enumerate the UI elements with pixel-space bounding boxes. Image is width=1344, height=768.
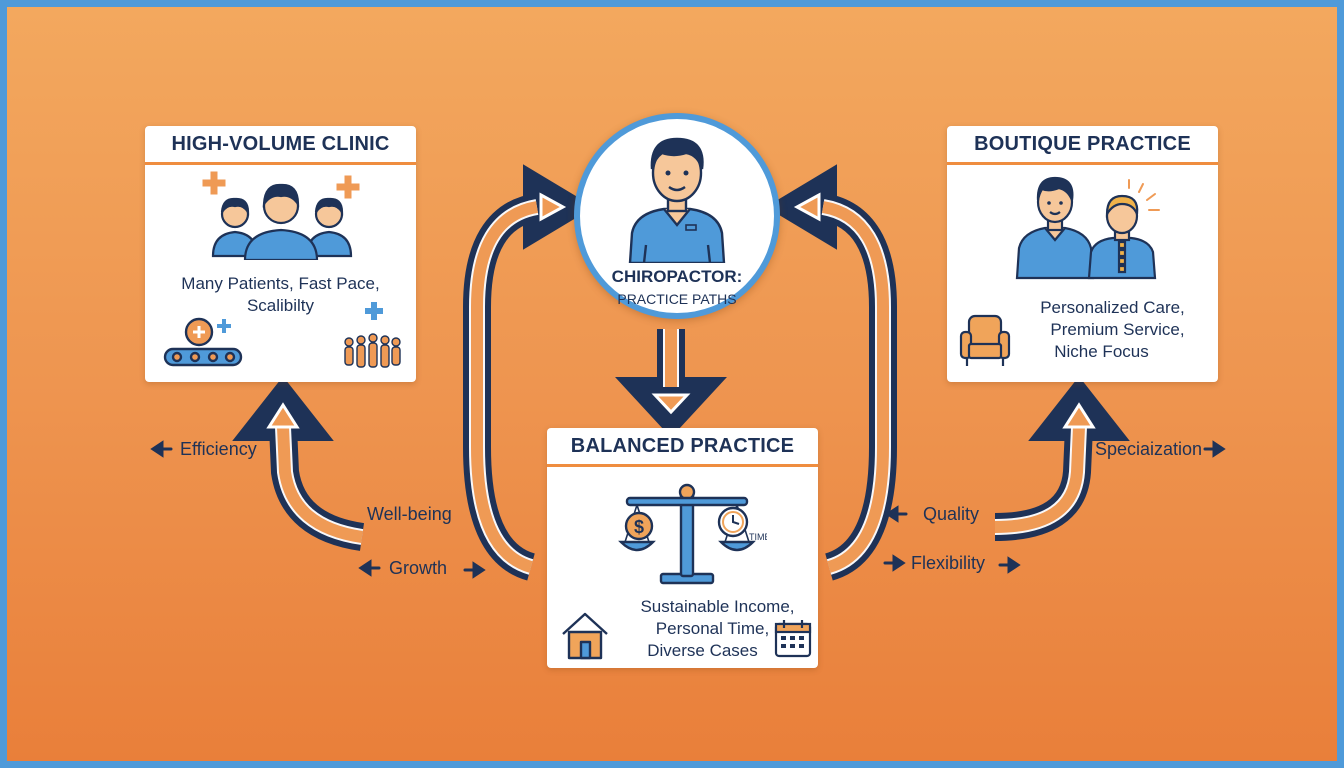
house-icon <box>562 612 608 660</box>
boutique-practice-title: BOUTIQUE PRACTICE <box>947 126 1218 165</box>
dollar-symbol: $ <box>634 517 644 537</box>
balanced-desc-line3: Diverse Cases <box>647 641 758 660</box>
chiropractor-avatar-icon <box>628 137 726 263</box>
balance-scale-icon: $ TIME <box>618 483 767 585</box>
time-label: TIME <box>749 532 767 542</box>
label-well-being: Well-being <box>367 504 452 524</box>
chiropractor-hub: CHIROPACTOR: PRACTICE PATHS <box>574 113 780 319</box>
dollar-coin-icon: $ <box>624 511 654 541</box>
boutique-practice-card: BOUTIQUE PRACTICE Perso <box>947 126 1218 382</box>
high-volume-desc-line2: Scalibilty <box>246 296 315 315</box>
label-flexibility: Flexibility <box>911 553 986 573</box>
arrow-hub-to-balanced-head <box>615 377 727 438</box>
crowd-icon <box>344 302 401 368</box>
doctor-patient-icon <box>1015 176 1160 280</box>
calendar-icon <box>774 620 812 658</box>
balanced-desc-line2: Personal Time, <box>655 619 770 638</box>
boutique-desc-line2: Premium Service, <box>1050 320 1185 339</box>
label-growth: Growth <box>389 558 448 578</box>
label-quality: Quality <box>923 504 980 524</box>
hub-subtitle: PRACTICE PATHS <box>617 291 737 307</box>
balanced-practice-card: BALANCED PRACTICE $ TIME Sust <box>547 428 818 668</box>
high-volume-clinic-card: HIGH-VOLUME CLINIC Many Patients, Fast P… <box>145 126 416 382</box>
connector-arrows <box>150 164 1226 581</box>
balanced-desc-line1: Sustainable Income, <box>640 597 795 616</box>
patient-group-icon <box>202 171 360 260</box>
clock-icon: TIME <box>717 506 767 542</box>
boutique-desc-line3: Niche Focus <box>1054 342 1149 361</box>
label-efficiency: Efficiency <box>180 439 257 459</box>
high-volume-clinic-title: HIGH-VOLUME CLINIC <box>145 126 416 165</box>
hub-title: CHIROPACTOR: <box>611 267 743 286</box>
conveyor-belt-icon <box>163 317 243 367</box>
armchair-icon <box>959 314 1011 366</box>
boutique-desc-line1: Personalized Care, <box>1040 298 1185 317</box>
high-volume-desc-line1: Many Patients, Fast Pace, <box>181 274 380 293</box>
label-specialization: Speciaization <box>1095 439 1203 459</box>
balanced-practice-title: BALANCED PRACTICE <box>547 428 818 467</box>
